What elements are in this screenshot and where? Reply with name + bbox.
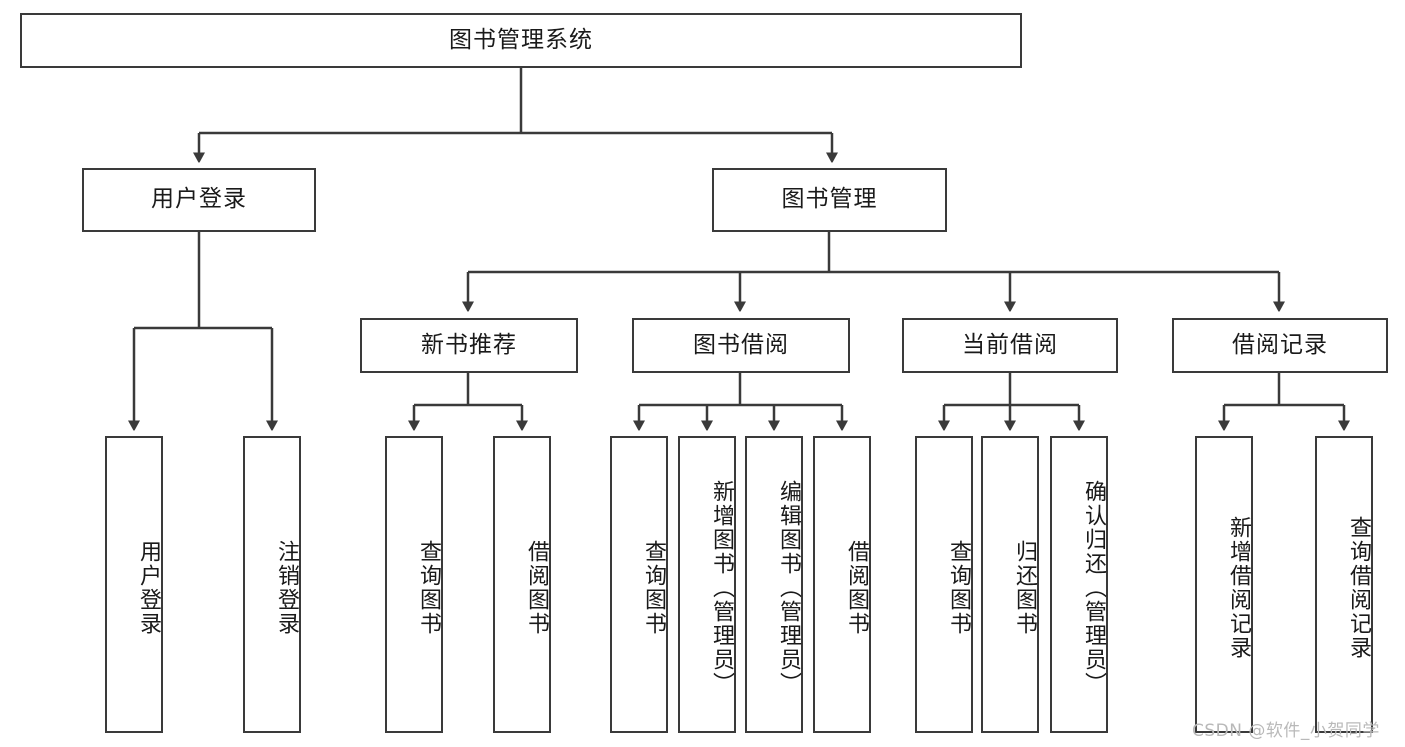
node-label: 查询借阅记录 <box>1346 515 1371 660</box>
node-label: 编辑图书（管理员） <box>776 479 801 696</box>
node-borrow-record[interactable]: 借阅记录 <box>1172 318 1388 373</box>
node-leaf-query-book-3[interactable]: 查询图书 <box>915 436 973 733</box>
node-leaf-borrow-book-2[interactable]: 借阅图书 <box>813 436 871 733</box>
node-label: 归还图书 <box>1012 539 1037 636</box>
node-leaf-confirm-return-admin[interactable]: 确认归还（管理员） <box>1050 436 1108 733</box>
node-label: 查询图书 <box>641 539 666 636</box>
node-book-borrow[interactable]: 图书借阅 <box>632 318 850 373</box>
node-label: 借阅记录 <box>1232 331 1328 358</box>
node-leaf-add-book-admin[interactable]: 新增图书（管理员） <box>678 436 736 733</box>
node-label: 查询图书 <box>946 539 971 636</box>
node-leaf-query-book-1[interactable]: 查询图书 <box>385 436 443 733</box>
node-label: 新书推荐 <box>421 331 517 358</box>
node-label: 用户登录 <box>151 186 247 213</box>
node-leaf-query-borrow-record[interactable]: 查询借阅记录 <box>1315 436 1373 733</box>
node-label: 当前借阅 <box>962 331 1058 358</box>
node-label: 用户登录 <box>136 539 161 636</box>
node-leaf-logout-login[interactable]: 注销登录 <box>243 436 301 733</box>
node-leaf-edit-book-admin[interactable]: 编辑图书（管理员） <box>745 436 803 733</box>
node-label: 确认归还（管理员） <box>1081 479 1106 696</box>
node-label: 图书管理系统 <box>449 26 593 53</box>
node-label: 图书借阅 <box>693 331 789 358</box>
node-root-system[interactable]: 图书管理系统 <box>20 13 1022 68</box>
node-label: 借阅图书 <box>524 539 549 636</box>
node-label: 借阅图书 <box>844 539 869 636</box>
node-leaf-user-login[interactable]: 用户登录 <box>105 436 163 733</box>
node-book-management[interactable]: 图书管理 <box>712 168 947 232</box>
node-current-borrow[interactable]: 当前借阅 <box>902 318 1118 373</box>
node-label: 图书管理 <box>781 186 878 213</box>
node-leaf-borrow-book-1[interactable]: 借阅图书 <box>493 436 551 733</box>
node-label: 查询图书 <box>416 539 441 636</box>
node-leaf-return-book[interactable]: 归还图书 <box>981 436 1039 733</box>
node-user-login[interactable]: 用户登录 <box>82 168 316 232</box>
node-label: 新增借阅记录 <box>1226 515 1251 660</box>
node-label: 新增图书（管理员） <box>709 479 734 696</box>
node-label: 注销登录 <box>274 539 299 636</box>
node-leaf-add-borrow-record[interactable]: 新增借阅记录 <box>1195 436 1253 733</box>
node-leaf-query-book-2[interactable]: 查询图书 <box>610 436 668 733</box>
node-new-book-recommend[interactable]: 新书推荐 <box>360 318 578 373</box>
csdn-watermark: CSDN @软件_小贺同学 <box>1192 721 1380 741</box>
